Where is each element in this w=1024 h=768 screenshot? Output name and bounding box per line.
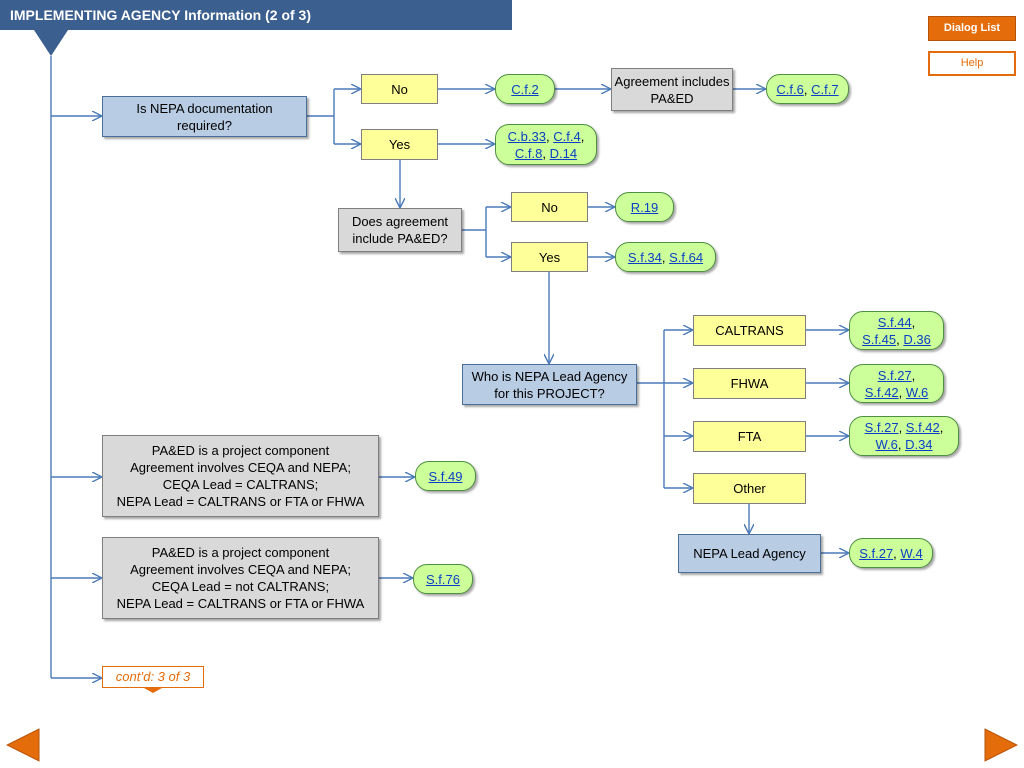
paed-box-line: PA&ED is a project component — [151, 545, 330, 560]
dialog-list-button[interactable]: Dialog List — [928, 16, 1016, 41]
ref-link[interactable]: W.6 — [875, 437, 898, 452]
paed-box-line: NEPA Lead = CALTRANS or FTA or FHWA — [116, 494, 365, 509]
ref-link[interactable]: W.6 — [905, 384, 929, 400]
paed-box-line: Agreement involves CEQA and NEPA; — [130, 460, 351, 475]
ref-link[interactable]: C.f.7 — [811, 81, 839, 97]
continued-tip — [144, 688, 162, 693]
ref-link[interactable]: C.f.6 — [776, 81, 804, 97]
paed-question: Does agreement include PA&ED? — [338, 208, 462, 252]
ref-link[interactable]: C.b.33 — [507, 128, 546, 144]
paed-box-line: CEQA Lead = not CALTRANS; — [151, 579, 330, 594]
caltrans-option: CALTRANS — [693, 315, 806, 346]
ref-link[interactable]: S.f.42 — [864, 384, 899, 400]
ref-link[interactable]: S.f.34 — [627, 249, 662, 265]
ref-bubble-paed2: S.f.76 — [413, 564, 473, 594]
paed-component-not-caltrans-box: PA&ED is a project component Agreement i… — [102, 537, 379, 619]
other-option: Other — [693, 473, 806, 504]
paed-box-line: Agreement involves CEQA and NEPA; — [130, 562, 351, 577]
paed-component-caltrans-box: PA&ED is a project component Agreement i… — [102, 435, 379, 517]
ref-bubble-fhwa: S.f.27,S.f.42, W.6 — [849, 364, 944, 403]
ref-link[interactable]: D.34 — [905, 437, 933, 452]
paed-box-line: PA&ED is a project component — [151, 443, 330, 458]
ref-bubble-fta: S.f.27, S.f.42,W.6, D.34 — [849, 416, 959, 456]
ref-link[interactable]: R.19 — [630, 199, 659, 215]
ref-link[interactable]: S.f.64 — [669, 249, 704, 265]
continued-link[interactable]: cont’d: 3 of 3 — [102, 666, 204, 688]
ref-bubble-no1: C.f.2 — [495, 74, 555, 104]
help-button[interactable]: Help — [928, 51, 1016, 76]
fhwa-option: FHWA — [693, 368, 806, 399]
ref-bubble-yes1: C.b.33, C.f.4,C.f.8, D.14 — [495, 124, 597, 165]
yes-option-2: Yes — [511, 242, 588, 272]
ref-link[interactable]: S.f.27 — [877, 367, 912, 383]
ref-link[interactable]: D.36 — [903, 331, 931, 347]
ref-link[interactable]: S.f.44 — [877, 314, 912, 330]
no-option-1: No — [361, 74, 438, 104]
lead-agency-question: Who is NEPA Lead Agency for this PROJECT… — [462, 364, 637, 405]
title-notch — [34, 30, 68, 56]
paed-box-line: CEQA Lead = CALTRANS; — [162, 477, 319, 492]
ref-link[interactable]: S.f.49 — [428, 468, 463, 484]
fta-option: FTA — [693, 421, 806, 452]
ref-link[interactable]: W.4 — [900, 545, 923, 561]
right-arrow-icon[interactable] — [984, 728, 1018, 762]
page-title: IMPLEMENTING AGENCY Information (2 of 3) — [10, 7, 312, 23]
paed-box-line: NEPA Lead = CALTRANS or FTA or FHWA — [116, 596, 365, 611]
agreement-includes-paed-box: Agreement includes PA&ED — [611, 68, 733, 111]
ref-link[interactable]: S.f.27 — [864, 420, 899, 435]
ref-link[interactable]: S.f.45 — [862, 331, 897, 347]
ref-link[interactable]: D.14 — [549, 145, 578, 161]
ref-bubble-nepa-lead: S.f.27, W.4 — [849, 538, 933, 568]
ref-bubble-caltrans: S.f.44,S.f.45, D.36 — [849, 311, 944, 350]
ref-bubble-no2: R.19 — [615, 192, 674, 222]
ref-bubble-paed1: S.f.49 — [415, 461, 476, 491]
ref-bubble-agreement: C.f.6, C.f.7 — [766, 74, 849, 104]
title-bar: IMPLEMENTING AGENCY Information (2 of 3) — [0, 0, 512, 30]
no-option-2: No — [511, 192, 588, 222]
ref-link[interactable]: C.f.2 — [511, 81, 539, 97]
yes-option-1: Yes — [361, 129, 438, 160]
ref-link[interactable]: C.f.8 — [514, 145, 543, 161]
nepa-documentation-question: Is NEPA documentation required? — [102, 96, 307, 137]
ref-link[interactable]: C.f.4 — [553, 128, 581, 144]
ref-link[interactable]: S.f.76 — [426, 571, 460, 587]
nepa-lead-agency-box: NEPA Lead Agency — [678, 534, 821, 573]
left-arrow-icon[interactable] — [6, 728, 40, 762]
ref-bubble-yes2: S.f.34, S.f.64 — [615, 242, 716, 272]
ref-link[interactable]: S.f.42 — [905, 420, 940, 435]
ref-link[interactable]: S.f.27 — [859, 545, 894, 561]
